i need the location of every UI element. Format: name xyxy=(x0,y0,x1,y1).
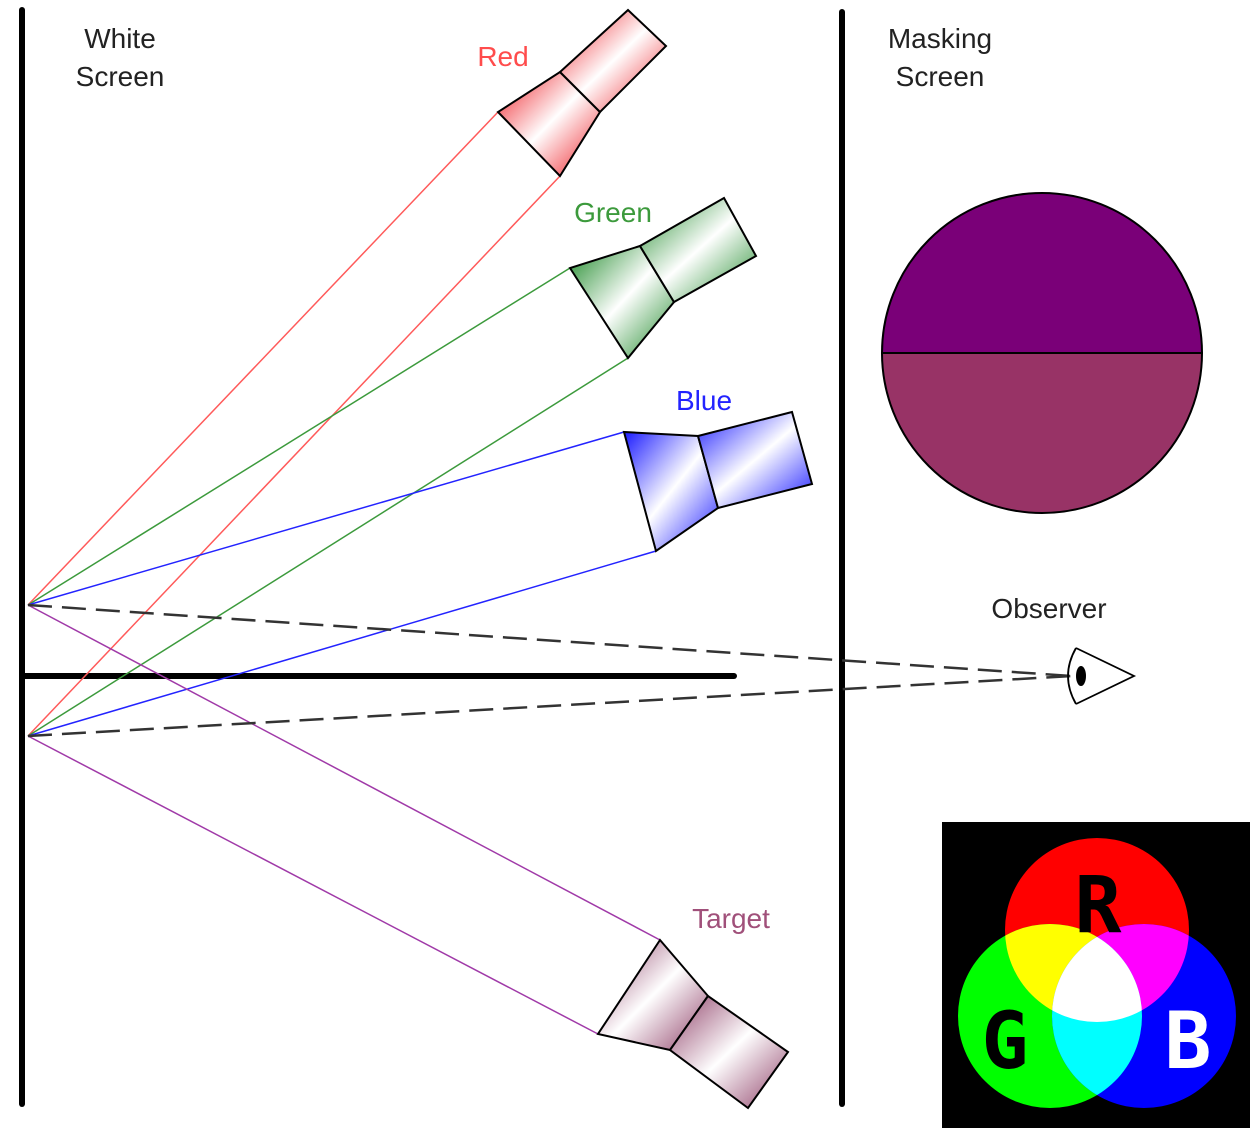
eye-icon xyxy=(1067,647,1137,705)
target-rays xyxy=(27,604,661,1035)
red-label: Red xyxy=(477,41,528,72)
target-projector xyxy=(596,938,790,1110)
white-overlap xyxy=(1052,924,1142,1022)
sight-lines xyxy=(27,603,1073,738)
red-rays xyxy=(27,111,561,737)
disc-bottom-half xyxy=(880,352,1204,514)
rgb-venn-inset: R G B xyxy=(942,822,1250,1128)
blue-projector xyxy=(622,410,814,553)
blue-label: Blue xyxy=(676,385,732,416)
green-label: Green xyxy=(574,197,652,228)
masking-screen-label-line2: Screen xyxy=(896,61,985,92)
rgb-g-label: G xyxy=(982,997,1029,1087)
green-projector xyxy=(568,196,758,360)
white-screen-label-line1: White xyxy=(84,23,156,54)
target-label: Target xyxy=(692,903,770,934)
white-screen-label-line2: Screen xyxy=(76,61,165,92)
comparison-disc xyxy=(880,192,1204,514)
rgb-b-label: B xyxy=(1165,997,1212,1087)
disc-top-half xyxy=(880,192,1204,354)
blue-rays xyxy=(27,431,657,737)
rgb-r-label: R xyxy=(1075,861,1122,951)
green-rays xyxy=(27,267,629,737)
observer-label: Observer xyxy=(991,593,1106,624)
masking-screen-label-line1: Masking xyxy=(888,23,992,54)
red-projector xyxy=(496,8,668,178)
